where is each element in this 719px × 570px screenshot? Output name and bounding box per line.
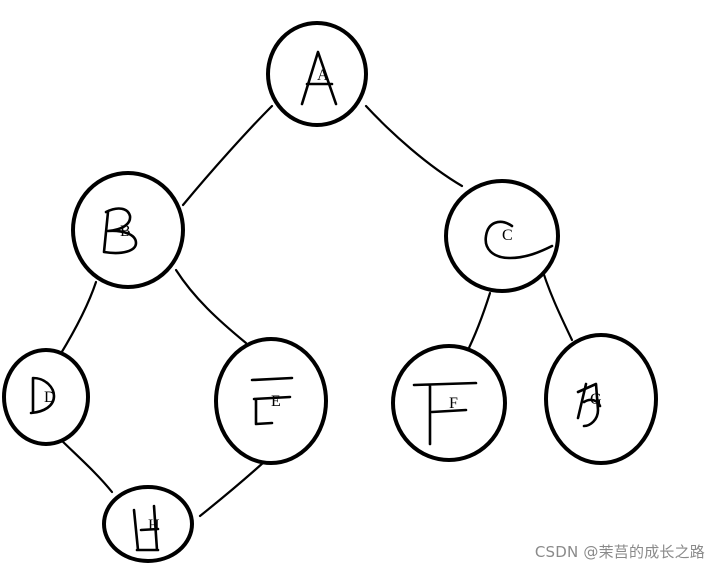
tree-node-c: C	[444, 179, 560, 293]
node-label: F	[449, 395, 458, 412]
node-letter-glyph	[250, 376, 294, 426]
node-letter-glyph	[29, 376, 56, 415]
edge-B-E	[174, 268, 248, 345]
node-letter-glyph	[484, 220, 554, 260]
tree-node-f: F	[391, 344, 507, 462]
node-label: D	[44, 389, 56, 406]
node-letter-glyph	[412, 381, 478, 446]
node-circle	[444, 179, 560, 293]
node-label: C	[502, 227, 513, 244]
node-letter-glyph	[576, 382, 602, 428]
edge-D-H	[54, 433, 114, 494]
tree-node-g: G	[544, 333, 658, 465]
node-circle	[71, 171, 185, 289]
node-label: E	[271, 393, 281, 410]
node-letter-glyph	[300, 50, 338, 106]
node-circle	[102, 485, 194, 563]
node-circle	[2, 348, 90, 446]
tree-node-h: H	[102, 485, 194, 563]
node-circle	[544, 333, 658, 465]
node-label: B	[120, 223, 131, 240]
tree-node-b: B	[71, 171, 185, 289]
node-circle	[391, 344, 507, 462]
watermark-text: CSDN @茉莒的成长之路	[534, 543, 705, 561]
node-letter-glyph	[102, 207, 138, 255]
node-label: G	[590, 391, 602, 408]
edge-A-B	[181, 104, 274, 207]
tree-node-e: E	[214, 337, 328, 465]
tree-edges	[54, 104, 574, 518]
node-letter-glyph	[132, 504, 160, 552]
node-circle	[266, 21, 368, 127]
edge-B-D	[58, 280, 98, 357]
node-label: H	[148, 517, 160, 534]
tree-node-a: A	[266, 21, 368, 127]
edge-E-H	[198, 460, 266, 518]
edge-A-C	[364, 104, 464, 188]
node-circle	[214, 337, 328, 465]
node-label: A	[317, 67, 329, 84]
edge-C-F	[464, 291, 492, 356]
tree-node-d: D	[2, 348, 90, 446]
